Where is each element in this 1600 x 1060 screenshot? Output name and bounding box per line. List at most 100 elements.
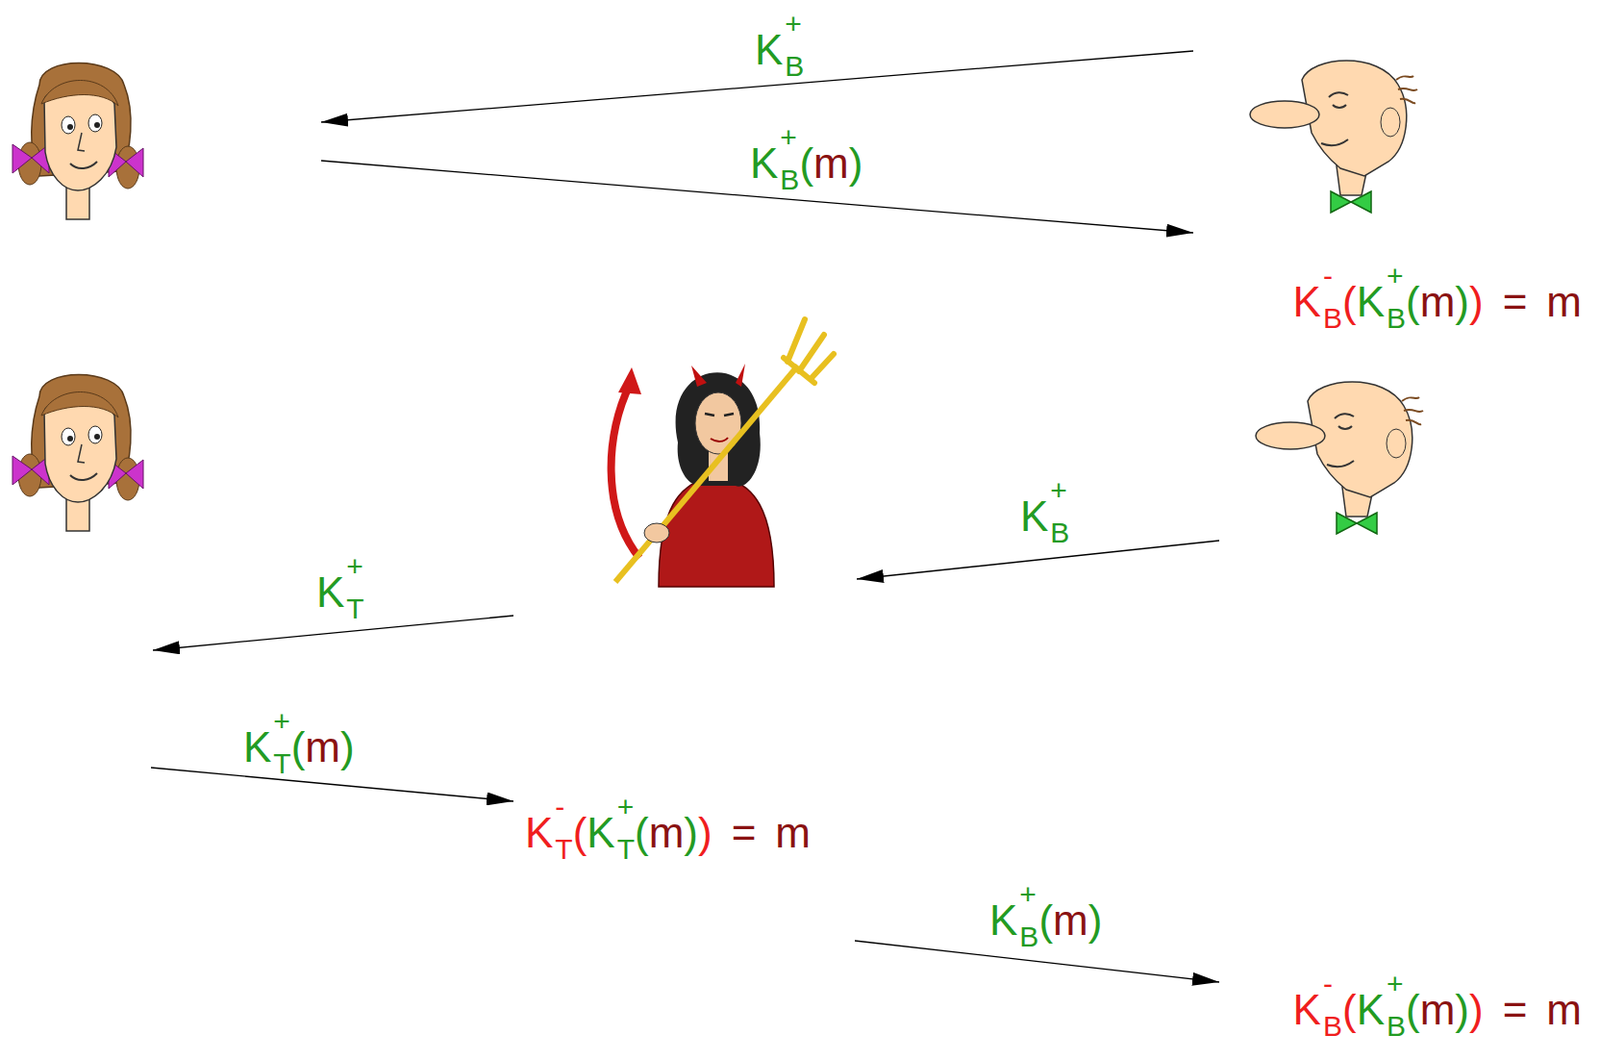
key-sign: + [779, 123, 798, 152]
math-text: K [316, 571, 345, 614]
key-owner: B [1323, 303, 1343, 333]
key-sign: + [1386, 261, 1404, 291]
math-text: ( [291, 725, 306, 769]
key-owner: B [1323, 1011, 1343, 1041]
math-text: K [1356, 988, 1385, 1031]
key-sign: - [1323, 969, 1333, 999]
math-text: K [243, 725, 272, 769]
key-script: +B [1386, 261, 1406, 333]
key-expression: K+B [754, 9, 804, 83]
math-text: ( [799, 142, 814, 185]
arrow [150, 767, 514, 801]
trident-head [783, 319, 834, 383]
key-script: -B [1323, 969, 1343, 1041]
key-script: +B [1050, 475, 1070, 548]
key-owner: B [779, 165, 800, 195]
key-sign: + [273, 706, 291, 736]
math-text: = [1502, 988, 1528, 1031]
key-sign: + [1050, 475, 1068, 505]
hand [644, 523, 670, 543]
math-text: m [1546, 988, 1582, 1031]
body [658, 475, 775, 587]
key-expression: K-T(K+T(m))=m [525, 792, 811, 866]
bob-top [1250, 60, 1418, 213]
mouth [710, 437, 728, 442]
math-text: K [1356, 280, 1385, 324]
math-text: ) [1469, 280, 1484, 324]
arrow [152, 615, 514, 650]
key-script: -T [554, 792, 573, 864]
math-text: ) [698, 811, 713, 854]
key-sign: + [1019, 879, 1037, 909]
key-sign: + [1386, 969, 1404, 999]
tail [611, 384, 640, 558]
key-expression: K+T(m) [243, 706, 355, 780]
math-text: K [989, 899, 1018, 942]
key-owner: T [273, 749, 291, 778]
message-arrows [150, 50, 1220, 982]
arrow [856, 540, 1220, 579]
math-text: ) [1454, 280, 1470, 324]
key-script: +T [273, 706, 291, 778]
math-text: ) [1088, 899, 1103, 942]
horn [691, 363, 746, 387]
key-expression: K+T [316, 551, 365, 625]
key-expression: K+B(m) [989, 879, 1102, 953]
math-text: K [750, 142, 778, 185]
math-text: = [1502, 280, 1528, 324]
key-sign: - [554, 792, 565, 822]
key-script: -B [1323, 261, 1343, 333]
eyes [704, 413, 734, 416]
math-text: m [1420, 280, 1456, 324]
math-text: ) [849, 142, 864, 185]
math-text: K [525, 811, 553, 854]
key-owner: B [1019, 922, 1039, 951]
math-text: K [1293, 280, 1322, 324]
key-expression: K-B(K+B(m))=m [1293, 261, 1582, 335]
key-owner: B [1386, 1011, 1406, 1041]
math-text: ( [634, 811, 650, 854]
key-owner: B [1386, 303, 1406, 333]
math-text: m [649, 811, 685, 854]
alice-bottom [12, 375, 144, 532]
math-text: ( [1038, 899, 1053, 942]
math-text: ) [683, 811, 699, 854]
math-text: K [754, 28, 783, 72]
math-text: K [1020, 495, 1049, 538]
math-text: ( [1405, 280, 1421, 324]
key-owner: T [617, 834, 635, 864]
math-text: ( [573, 811, 588, 854]
trudy-figure [611, 319, 834, 587]
key-sign: + [784, 9, 802, 39]
math-text: m [813, 142, 850, 185]
key-sign: + [346, 551, 364, 581]
math-text: ( [1342, 988, 1357, 1031]
key-owner: B [784, 51, 804, 81]
bob-bottom [1255, 381, 1424, 534]
math-text: ) [1469, 988, 1484, 1031]
math-text: ( [1342, 280, 1357, 324]
math-text: m [1546, 280, 1582, 324]
key-script: +T [617, 792, 635, 864]
key-expression: K+ B(m) [750, 123, 863, 197]
key-script: +T [346, 551, 364, 624]
math-text: ) [1454, 988, 1470, 1031]
math-text: m [775, 811, 811, 854]
key-script: +B [1019, 879, 1039, 951]
math-text: = [731, 811, 757, 854]
math-text: m [1052, 899, 1089, 942]
key-owner: T [554, 834, 573, 864]
math-text: K [1293, 988, 1322, 1031]
math-text: m [1420, 988, 1456, 1031]
key-script: +B [1386, 969, 1406, 1041]
key-sign: + [617, 792, 635, 822]
key-owner: T [346, 594, 364, 624]
tail-tip [618, 367, 642, 395]
math-text: ( [1405, 988, 1421, 1031]
math-text: ) [340, 725, 355, 769]
key-script: +B [784, 9, 804, 81]
math-text: m [304, 725, 341, 769]
key-owner: B [1050, 518, 1070, 548]
key-sign: - [1323, 261, 1333, 291]
key-expression: K+B [1020, 475, 1070, 550]
